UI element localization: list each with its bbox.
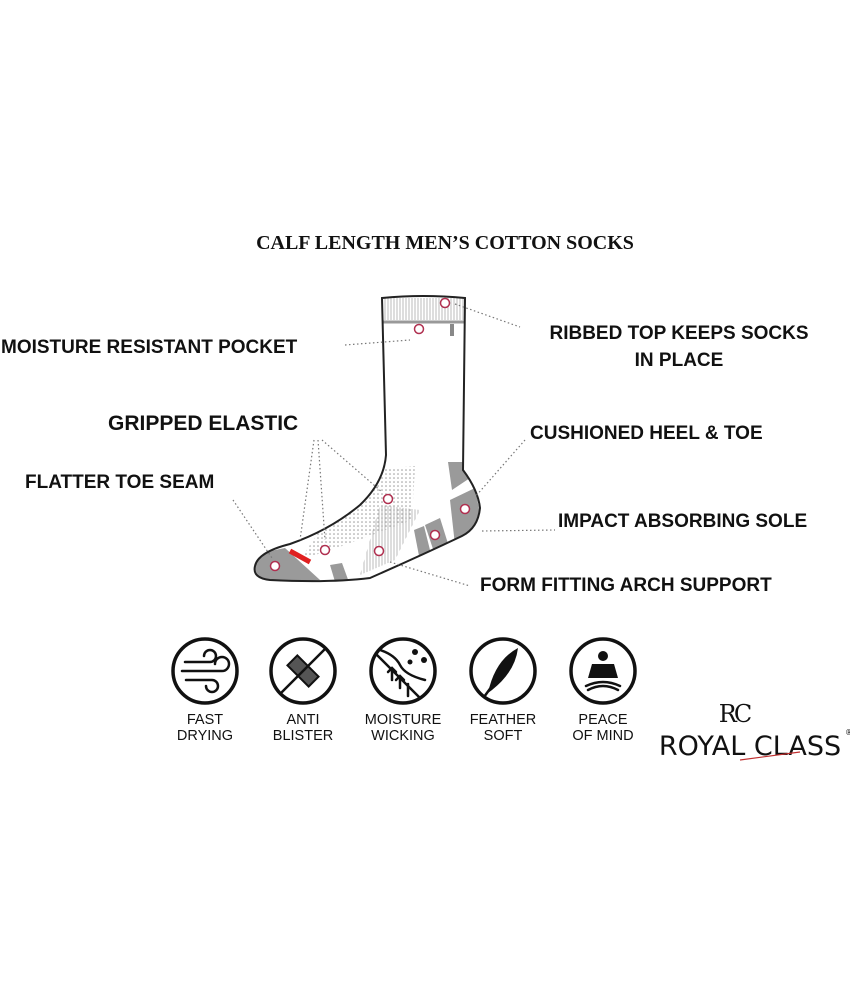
callout-toe-seam: FLATTER TOE SEAM: [25, 472, 214, 493]
callout-arch: FORM FITTING ARCH SUPPORT: [480, 575, 772, 596]
feature-label: MOISTURE: [365, 712, 442, 728]
marker-gripped-elastic: [382, 493, 394, 505]
marker-toe-seam: [269, 560, 281, 572]
callout-ribbed-2: IN PLACE: [635, 350, 724, 371]
marker-arch: [373, 545, 385, 557]
feature-label: FEATHER: [470, 712, 537, 728]
page-title: CALF LENGTH MEN’S COTTON SOCKS: [256, 232, 634, 254]
feature-label: SOFT: [484, 728, 523, 744]
brand-name: ROYAL CLASS: [659, 731, 841, 762]
feather-icon: [469, 637, 537, 705]
callout-gripped: GRIPPED ELASTIC: [108, 412, 298, 435]
feature-label: ANTI: [286, 712, 319, 728]
moisture-arrows-icon: [369, 637, 437, 705]
meditation-icon: [569, 637, 637, 705]
feature-label: PEACE: [578, 712, 627, 728]
callout-pocket: MOISTURE RESISTANT POCKET: [1, 337, 298, 358]
registered-mark: ®: [845, 728, 850, 737]
feature-label: OF MIND: [572, 728, 633, 744]
feature-label: FAST: [187, 712, 223, 728]
marker-heel: [459, 503, 471, 515]
marker-sole: [429, 529, 441, 541]
callout-impact: IMPACT ABSORBING SOLE: [558, 511, 807, 532]
crossed-bandage-icon: [269, 637, 337, 705]
marker-pocket: [413, 323, 425, 335]
toe-seam-mark: [288, 548, 312, 565]
feature-label: WICKING: [371, 728, 435, 744]
sock-illustration: [253, 295, 482, 583]
brand-monogram: RC: [719, 700, 751, 728]
brand-logo: RC ROYAL CLASS ®: [659, 700, 850, 762]
callout-cushioned: CUSHIONED HEEL & TOE: [530, 423, 763, 444]
leader-lines: [232, 303, 556, 587]
feature-label: DRYING: [177, 728, 233, 744]
callout-ribbed-1: RIBBED TOP KEEPS SOCKS: [549, 323, 808, 344]
wind-icon: [171, 637, 239, 705]
marker-ribbed-top: [439, 297, 451, 309]
feature-label: BLISTER: [273, 728, 333, 744]
marker-elastic-toe: [319, 544, 331, 556]
